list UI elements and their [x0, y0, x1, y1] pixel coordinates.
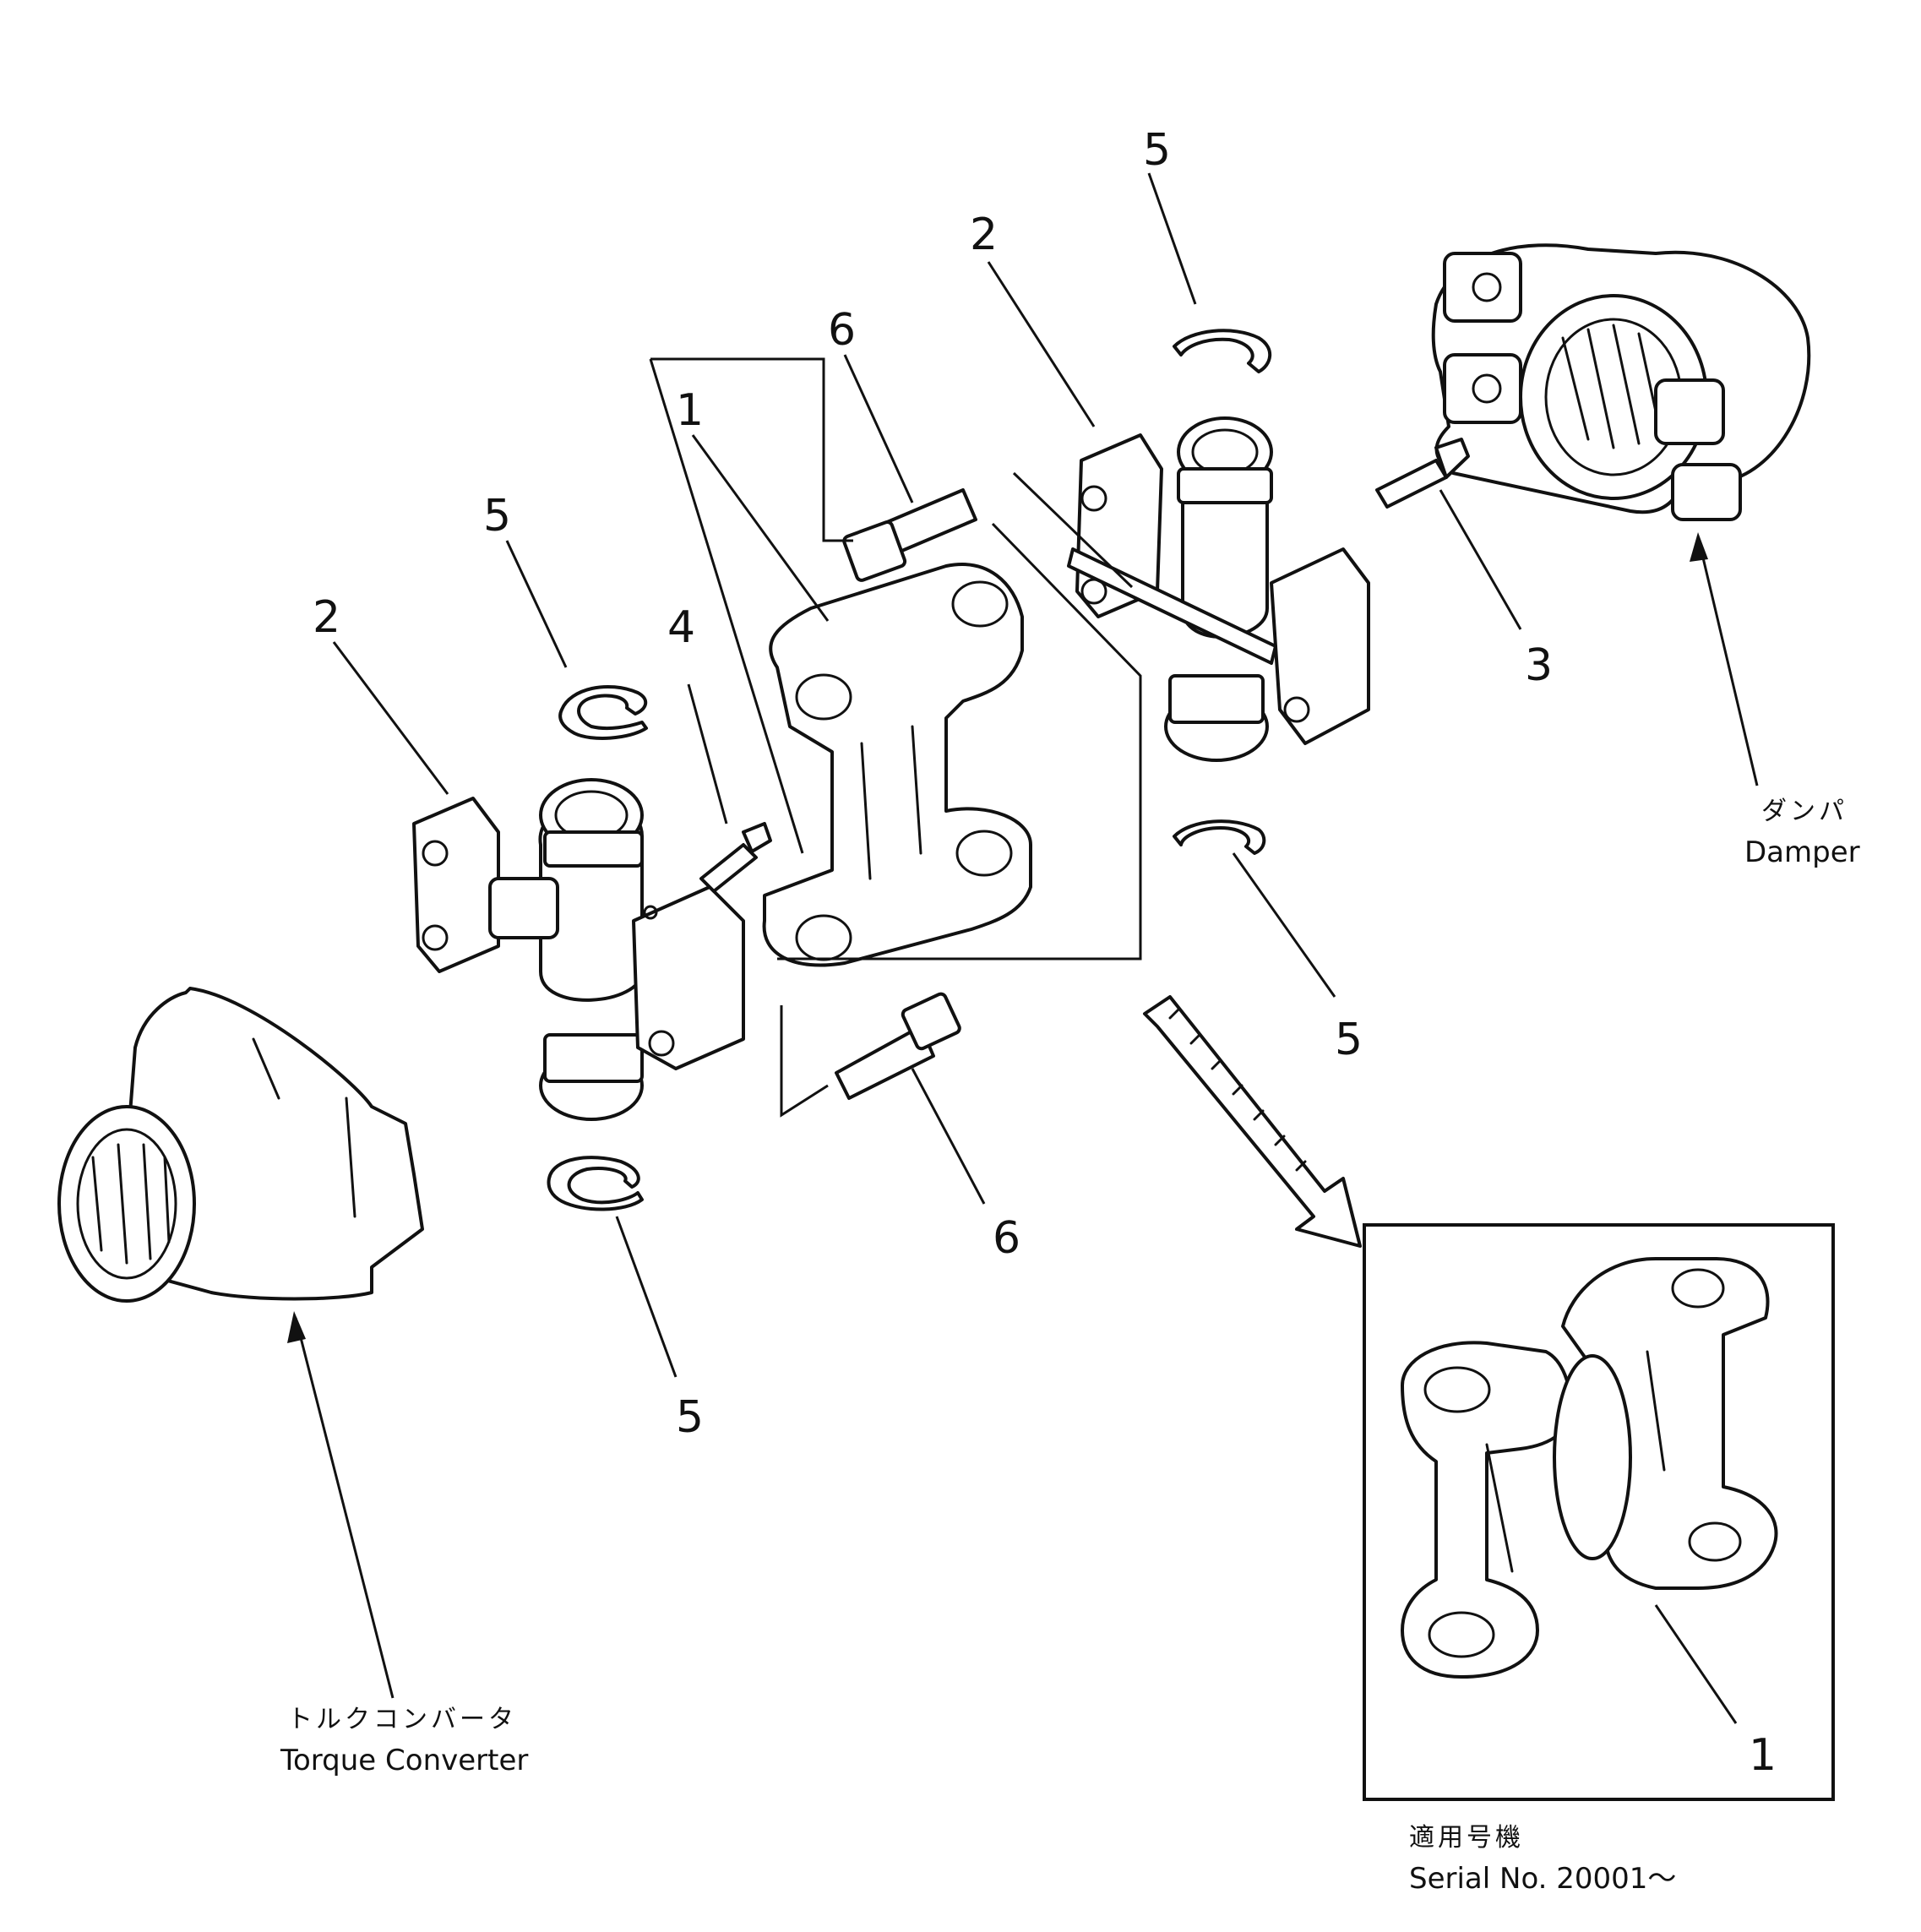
bracket-right	[777, 522, 1142, 961]
snap-ring-mid-right	[1173, 819, 1266, 855]
damper-label-jp: ダンパ	[1761, 797, 1848, 826]
bracket-connector	[1012, 471, 1134, 589]
bracket-left	[649, 358, 804, 854]
bracket-bottom	[780, 1005, 829, 1118]
callout-3: 3	[1525, 640, 1553, 691]
callout-1-top: 1	[676, 385, 704, 436]
damper-arrowhead	[1690, 532, 1708, 562]
leader-c3	[1439, 489, 1522, 630]
leader-c1-top	[691, 434, 830, 622]
leader-c5-top	[1147, 172, 1197, 305]
torque-converter-flange	[57, 987, 424, 1303]
callout-2-left: 2	[313, 592, 340, 643]
damper-leader	[1696, 536, 1759, 786]
callout-5-mid-right: 5	[1335, 1015, 1363, 1065]
torque-converter-label-en: Torque Converter	[280, 1744, 528, 1777]
torque-converter-label-jp: トルクコンバータ	[287, 1705, 517, 1734]
leader-c6-top	[843, 354, 914, 503]
callout-2-right: 2	[970, 210, 998, 260]
serial-label-en: Serial No. 20001～	[1409, 1862, 1676, 1896]
bracket-top	[650, 357, 853, 542]
leader-c2-left	[332, 641, 449, 795]
serial-inset-box	[1363, 1223, 1835, 1801]
bolt-top	[842, 488, 977, 582]
leader-c5-left	[505, 540, 568, 668]
serial-label-jp: 適用号機	[1409, 1823, 1524, 1853]
snap-ring-left	[558, 685, 648, 740]
callout-6-bottom: 6	[993, 1213, 1020, 1264]
callout-1-inset: 1	[1749, 1730, 1777, 1781]
callout-4: 4	[667, 602, 695, 653]
leader-c5-bottom	[615, 1216, 678, 1378]
center-yoke	[762, 563, 1032, 967]
inset-yoke	[1401, 1257, 1778, 1679]
torque-converter-arrowhead	[287, 1311, 306, 1343]
right-universal-joint	[1067, 416, 1370, 762]
leader-c6-bottom	[911, 1068, 986, 1205]
grease-fitting-3	[1375, 438, 1470, 509]
leader-c5-mid-right	[1232, 852, 1336, 998]
callout-5-left: 5	[483, 491, 511, 542]
damper-flange	[1431, 243, 1811, 521]
leader-c1-inset	[1654, 1604, 1738, 1724]
callout-6-top: 6	[828, 305, 856, 356]
bolt-bottom	[835, 992, 961, 1100]
snap-ring-top	[1173, 329, 1272, 373]
damper-label-en: Damper	[1744, 835, 1860, 869]
leader-c2-right	[987, 261, 1096, 427]
hatched-arrow-to-inset	[1143, 995, 1362, 1248]
callout-5-bottom: 5	[676, 1392, 704, 1443]
snap-ring-bottom	[547, 1156, 644, 1211]
leader-c4	[687, 683, 728, 825]
grease-fitting-4	[699, 822, 772, 893]
callout-5-top: 5	[1143, 125, 1171, 176]
left-universal-joint	[412, 778, 745, 1121]
torque-converter-leader	[294, 1317, 395, 1699]
